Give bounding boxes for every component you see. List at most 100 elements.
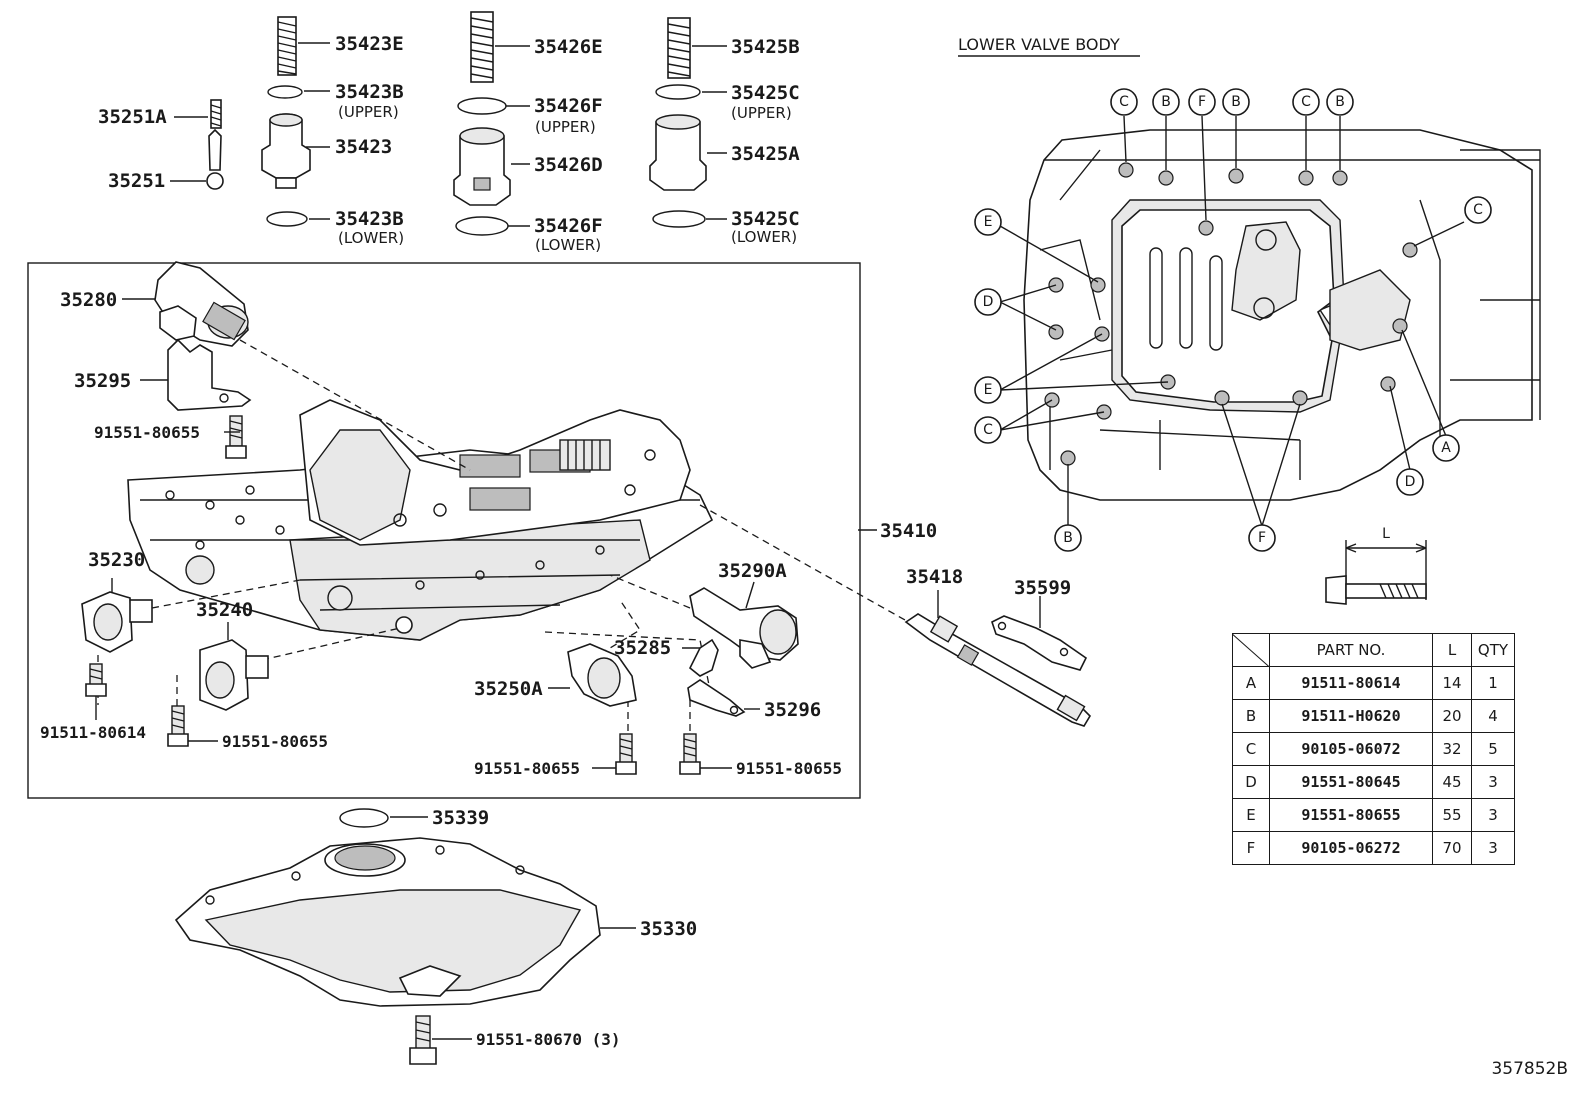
bracket-35295	[140, 338, 252, 411]
note-lower-35426F: (LOWER)	[535, 236, 601, 254]
label-35423: 35423	[335, 136, 392, 158]
bolt-91551-80655-c	[592, 733, 637, 775]
bolt-specification-table: PART NO. L QTY A 91511-80614 14 1 B 9151…	[1232, 633, 1515, 865]
spring-35423E	[277, 16, 297, 76]
label-91551-80670: 91551-80670 (3)	[476, 1030, 621, 1049]
bolt-91551-80655-a	[224, 415, 247, 459]
row-part-no: 91511-H0620	[1269, 699, 1433, 733]
sleeve-35426D	[453, 127, 511, 206]
label-35423E: 35423E	[335, 33, 404, 55]
row-part-no: 91551-80655	[1269, 798, 1433, 832]
bolt-letter-f1: F	[1198, 94, 1206, 110]
label-91511-80614: 91511-80614	[40, 723, 146, 742]
assembly-leader-lines	[97, 339, 906, 735]
bolt-letter-b1: B	[1161, 94, 1171, 110]
row-key: C	[1232, 732, 1270, 766]
label-35295: 35295	[74, 370, 131, 392]
row-length: 14	[1432, 666, 1472, 700]
bolt-length-sketch	[1325, 540, 1427, 605]
label-35251A: 35251A	[98, 106, 167, 128]
bolt-letter-texts: C B F B C B E C D E C A D B F	[983, 94, 1484, 546]
note-lower-35425C: (LOWER)	[731, 228, 797, 246]
bolt-letter-c2: C	[1301, 94, 1311, 110]
sleeve-35423	[261, 113, 311, 189]
row-key: B	[1232, 699, 1270, 733]
solenoid-35240	[199, 622, 269, 711]
label-35599: 35599	[1014, 577, 1071, 599]
row-part-no: 90105-06072	[1269, 732, 1433, 766]
label-35230: 35230	[88, 549, 145, 571]
table-row: B 91511-H0620 20 4	[1232, 699, 1515, 733]
bracket-35285	[682, 638, 719, 677]
label-35330: 35330	[640, 918, 697, 940]
table-row: D 91551-80645 45 3	[1232, 765, 1515, 799]
plate-35599	[991, 596, 1088, 671]
bolt-letter-b4: B	[1063, 530, 1073, 546]
row-length: 32	[1432, 732, 1472, 766]
note-lower-35423B: (LOWER)	[338, 229, 404, 247]
bolt-letter-d2: D	[1405, 474, 1416, 490]
row-qty: 3	[1471, 765, 1515, 799]
solenoid-35230	[81, 578, 153, 653]
oring-35426F-lower	[455, 216, 509, 236]
label-35426F-lower: 35426F	[534, 215, 603, 237]
bolt-91511-80614	[85, 663, 107, 720]
table-row: F 90105-06272 70 3	[1232, 831, 1515, 865]
bolt-letter-c1: C	[1119, 94, 1129, 110]
bolt-letter-b3: B	[1335, 94, 1345, 110]
table-header-row: PART NO. L QTY	[1232, 633, 1515, 667]
oring-35423B-lower	[266, 211, 308, 227]
row-qty: 1	[1471, 666, 1515, 700]
table-corner-cell	[1232, 633, 1270, 667]
label-35285: 35285	[614, 637, 671, 659]
assembly-35251	[170, 99, 224, 190]
row-key: F	[1232, 831, 1270, 865]
row-part-no: 91511-80614	[1269, 666, 1433, 700]
diagram-id: 357852B	[1491, 1059, 1568, 1079]
note-upper-35425C: (UPPER)	[731, 104, 792, 122]
note-upper-35426F: (UPPER)	[535, 118, 596, 136]
label-35339: 35339	[432, 807, 489, 829]
label-35423B-lower: 35423B	[335, 208, 404, 230]
bolt-letter-c4: C	[983, 422, 993, 438]
bolt-letter-leaders	[999, 115, 1465, 527]
row-part-no: 90105-06272	[1269, 831, 1433, 865]
header-part-no: PART NO.	[1269, 633, 1433, 667]
row-length: 45	[1432, 765, 1472, 799]
row-length: 20	[1432, 699, 1472, 733]
row-qty: 5	[1471, 732, 1515, 766]
label-35240: 35240	[196, 599, 253, 621]
label-35290A: 35290A	[718, 560, 787, 582]
bolt-letter-c3: C	[1473, 202, 1483, 218]
label-91551-80655-b: 91551-80655	[222, 732, 328, 751]
label-35250A: 35250A	[474, 678, 543, 700]
header-length: L	[1432, 633, 1472, 667]
bracket-35296	[687, 679, 760, 717]
valve-body-bolt-holes	[165, 449, 656, 590]
label-35425C-lower: 35425C	[731, 208, 800, 230]
row-length: 70	[1432, 831, 1472, 865]
bolt-letter-e1: E	[984, 214, 993, 230]
row-length: 55	[1432, 798, 1472, 832]
label-35425A: 35425A	[731, 143, 800, 165]
row-key: D	[1232, 765, 1270, 799]
plunger-35251	[206, 128, 224, 190]
oring-35339	[339, 808, 389, 828]
note-upper-35423B: (UPPER)	[338, 103, 399, 121]
label-35425C-upper: 35425C	[731, 82, 800, 104]
bolt-letter-b2: B	[1231, 94, 1241, 110]
pipe-35418	[904, 590, 1092, 727]
row-qty: 3	[1471, 831, 1515, 865]
valve-body-35410	[127, 399, 714, 641]
label-91551-80655-d: 91551-80655	[736, 759, 842, 778]
bolt-91551-80655-d	[679, 733, 732, 775]
oring-35426F-upper	[457, 97, 507, 115]
bolt-letter-f2: F	[1258, 530, 1266, 546]
assembly-35423	[261, 16, 330, 227]
bolt-length-label: L	[1382, 526, 1390, 542]
label-91551-80655-a: 91551-80655	[94, 423, 200, 442]
lower-valve-body-view	[1023, 129, 1541, 501]
oil-pan-35330	[174, 837, 636, 1007]
row-qty: 4	[1471, 699, 1515, 733]
